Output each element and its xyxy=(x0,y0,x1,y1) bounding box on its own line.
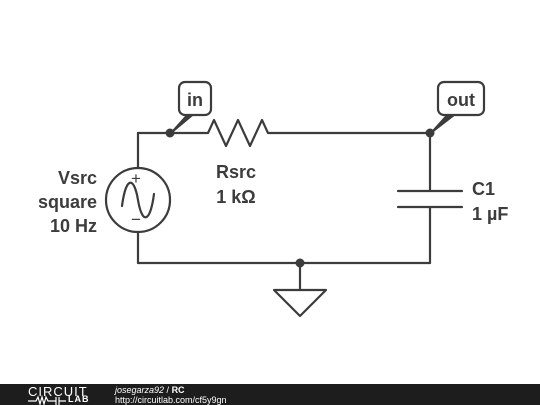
source-frequency: 10 Hz xyxy=(50,216,97,236)
resistor-name: Rsrc xyxy=(216,162,256,182)
logo-resistor-icon xyxy=(28,395,66,405)
logo-text-lab: LAB xyxy=(68,394,90,404)
node-tag-out: out xyxy=(431,80,486,133)
capacitor-value: 1 µF xyxy=(472,204,508,224)
circuit-url[interactable]: http://circuitlab.com/cf5y9gn xyxy=(115,395,227,405)
ground-icon xyxy=(272,288,328,318)
circuit-schematic: + − in out Vsrc square 10 Hz Rsrc 1 kΩ C… xyxy=(38,80,508,318)
source-name: Vsrc xyxy=(58,168,97,188)
logo-text-circuit: CIRCUIT xyxy=(28,384,88,399)
source-minus-sign: − xyxy=(131,210,141,229)
source-waveform: square xyxy=(38,192,97,212)
resistor-value: 1 kΩ xyxy=(216,187,255,207)
circuit-title[interactable]: RC xyxy=(171,385,185,395)
footer-bar: CIRCUIT LAB josegarza92 / RC http://circ… xyxy=(0,384,540,405)
node-tag-in: in xyxy=(171,80,213,133)
credits: josegarza92 / RC http://circuitlab.com/c… xyxy=(115,385,227,405)
node-label-in: in xyxy=(187,90,203,110)
node-label-out: out xyxy=(447,90,475,110)
credits-separator: / xyxy=(164,385,172,395)
capacitor-name: C1 xyxy=(472,179,495,199)
capacitor-symbol xyxy=(396,189,464,209)
resistor-symbol xyxy=(198,118,272,148)
junction-dot-ground xyxy=(295,258,305,268)
source-plus-sign: + xyxy=(131,169,141,188)
voltage-source-symbol xyxy=(104,166,172,234)
author-link[interactable]: josegarza92 xyxy=(115,385,165,395)
circuitlab-logo[interactable]: CIRCUIT LAB xyxy=(28,384,108,405)
